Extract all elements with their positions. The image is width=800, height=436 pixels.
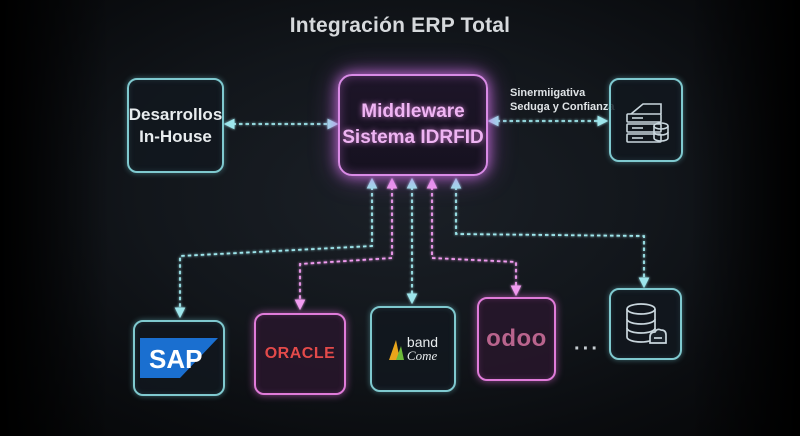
middleware-label-line2: Sistema IDRFID — [342, 127, 484, 148]
link-database — [450, 177, 650, 289]
inhouse-node: Desarrollos In-House — [127, 78, 224, 173]
inhouse-label-line1: Desarrollos — [128, 104, 223, 124]
inhouse-label-line2: In-House — [139, 126, 212, 146]
link-sap — [174, 177, 378, 319]
bandcome-line1: band — [406, 334, 439, 350]
sap-logo-text: SAP — [149, 344, 202, 374]
sap-logo: SAP — [140, 338, 218, 378]
middleware-node: Middleware Sistema IDRFID — [338, 74, 488, 176]
server-node — [609, 78, 683, 162]
middleware-label-line1: Middleware — [361, 101, 465, 122]
bandcome-logo-icon — [388, 340, 404, 360]
oracle-node: ORACLE — [254, 313, 346, 395]
odoo-logo-text: odoo — [486, 325, 547, 352]
bandcome-node: band Come — [370, 306, 456, 392]
oracle-logo-text: ORACLE — [264, 345, 336, 362]
link-oracle — [294, 177, 398, 311]
database-cloud-icon — [625, 303, 667, 344]
middleware-server-label: Sinermiigativa Seduga y Confianza — [510, 86, 615, 114]
side-label-line2: Seduga y Confianza — [510, 101, 615, 113]
diagram-title: Integración ERP Total — [289, 14, 511, 37]
server-rack-icon — [626, 103, 669, 143]
odoo-node: odoo — [477, 297, 556, 381]
link-odoo — [426, 177, 522, 297]
database-node — [609, 288, 682, 360]
side-label-line1: Sinermiigativa — [510, 87, 586, 99]
sap-node: SAP — [133, 320, 225, 396]
more-systems-ellipsis: ··· — [574, 338, 600, 360]
bandcome-line2: Come — [406, 348, 438, 363]
